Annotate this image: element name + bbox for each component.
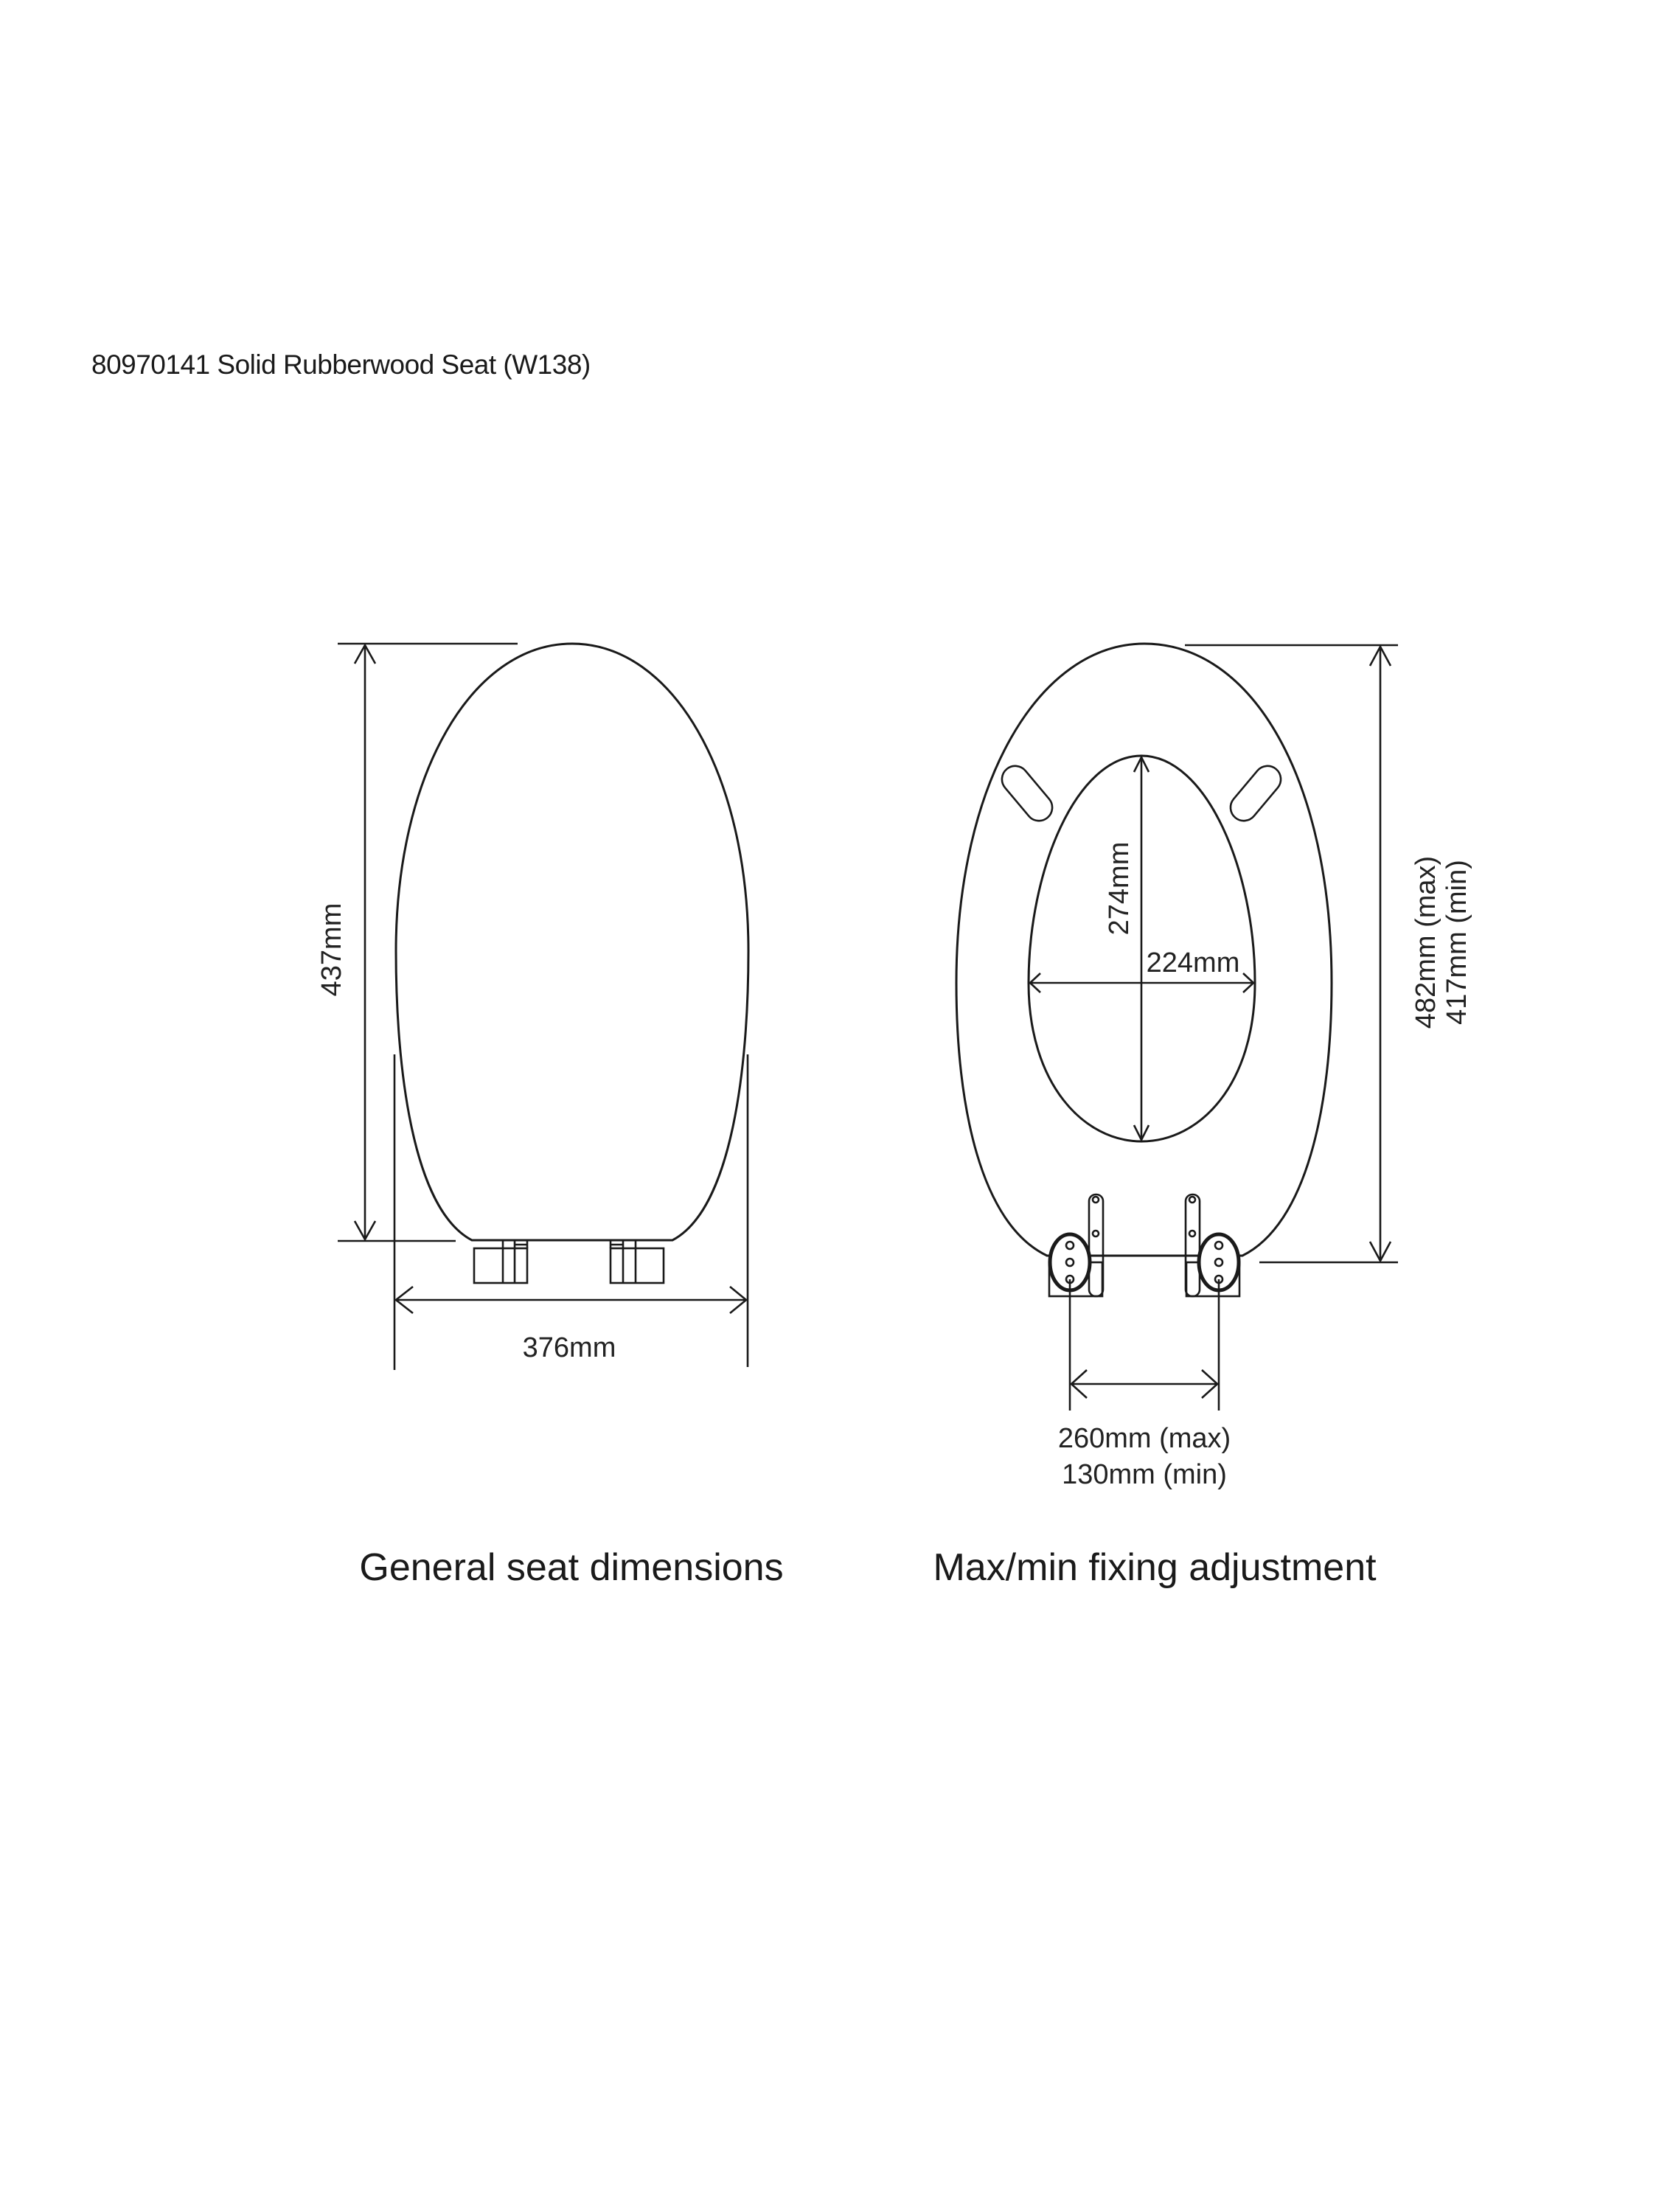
- seat-lid-outline: [394, 642, 750, 1242]
- slot-left: [1001, 765, 1054, 822]
- slot-right: [1229, 765, 1282, 822]
- seat-length-min-label: 417mm (min): [1441, 860, 1472, 1025]
- opening-width-label: 224mm: [1147, 947, 1240, 978]
- seat-ring-outline: [955, 642, 1333, 1257]
- opening-length-dimension: [1133, 755, 1150, 1142]
- fixing-hinge-left: [1048, 1193, 1105, 1298]
- seat-length-max-label: 482mm (max): [1411, 856, 1441, 1029]
- width-label: 376mm: [523, 1332, 616, 1363]
- width-dimension: [393, 1054, 749, 1370]
- opening-width-dimension: [1029, 973, 1255, 993]
- opening-length-label: 274mm: [1104, 842, 1135, 936]
- document-title: 80970141 Solid Rubberwood Seat (W138): [91, 349, 591, 380]
- hinge-right: [609, 1240, 665, 1284]
- fixing-hinge-right: [1184, 1193, 1241, 1298]
- hinge-left: [473, 1240, 529, 1284]
- height-label: 437mm: [316, 903, 347, 997]
- fixing-max-label: 260mm (max): [1058, 1423, 1231, 1454]
- left-figure: 437mm 376mm General seat dimensions: [316, 642, 784, 1589]
- right-caption: Max/min fixing adjustment: [933, 1546, 1377, 1589]
- seat-length-dimension: [1185, 644, 1398, 1264]
- right-figure: 274mm 224mm: [933, 642, 1472, 1589]
- left-caption: General seat dimensions: [359, 1546, 783, 1589]
- fixing-min-label: 130mm (min): [1062, 1459, 1227, 1490]
- height-dimension: [338, 642, 518, 1242]
- fixing-dimension: [1068, 1279, 1220, 1411]
